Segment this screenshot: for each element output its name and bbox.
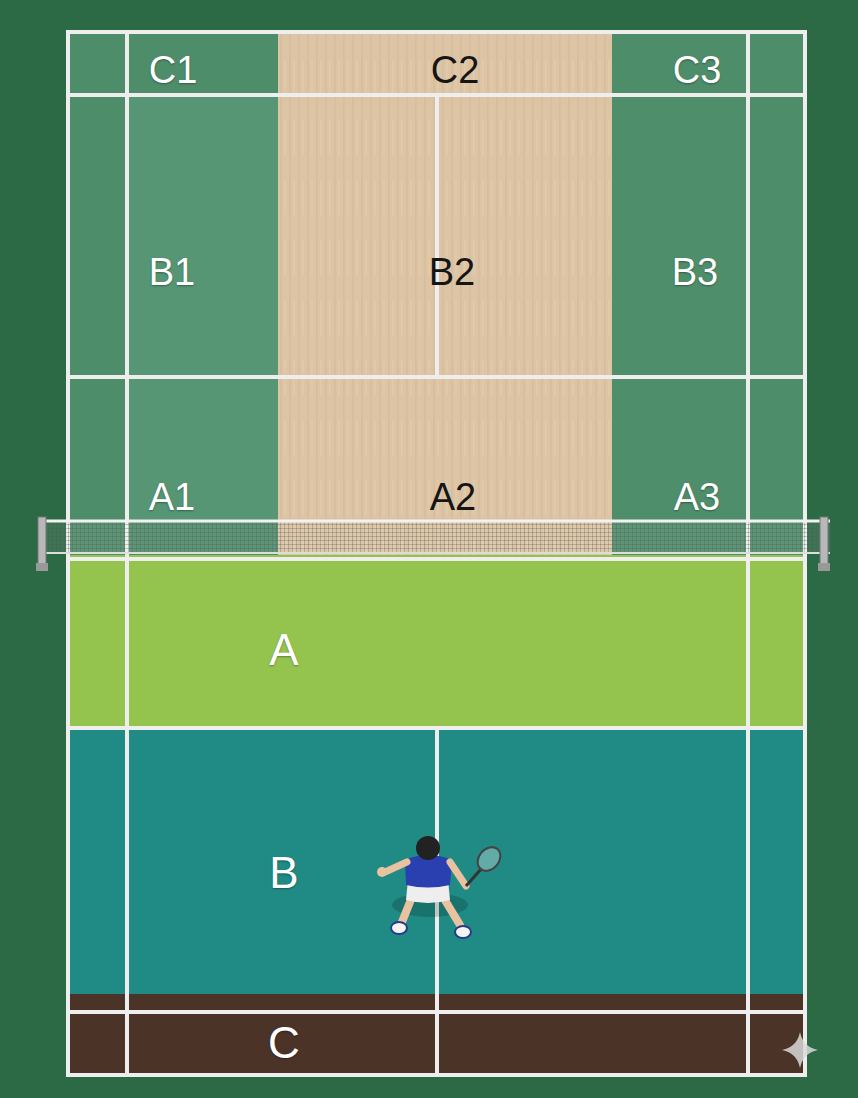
wood-grain	[278, 32, 612, 555]
zone-label: A2	[430, 478, 476, 516]
zone-label: B2	[429, 253, 475, 291]
court-zone: B	[68, 728, 805, 994]
zone-label: B	[269, 851, 298, 895]
zone-label: C3	[673, 51, 722, 89]
zone-label: A	[269, 628, 298, 672]
zone-a-fill	[68, 555, 805, 728]
court-zone: A	[68, 559, 805, 728]
court-zone: A1	[127, 377, 278, 520]
court-zone: B2	[278, 95, 612, 377]
far-court	[68, 32, 805, 555]
court-zone: B3	[612, 95, 748, 377]
far-left-zone	[127, 95, 278, 520]
far-right-zone	[612, 95, 748, 520]
zone-label: C	[268, 1021, 300, 1065]
net	[36, 517, 830, 571]
zone-label: C2	[431, 51, 480, 89]
court-zone: C	[68, 1012, 805, 1075]
zone-label: B3	[672, 253, 718, 291]
zone-label: B1	[149, 253, 195, 291]
zone-label: A3	[674, 478, 720, 516]
court-zone: A2	[278, 377, 612, 520]
sparkle-watermark	[782, 1032, 818, 1068]
court-zone: C1	[127, 32, 278, 95]
court-zone: B1	[127, 95, 278, 377]
court-zone: C2	[278, 32, 612, 95]
court-zone: C3	[612, 32, 748, 95]
far-center-wood	[278, 32, 612, 555]
player-figure	[377, 836, 505, 938]
zone-label: C1	[149, 51, 198, 89]
court-zone: A3	[612, 377, 748, 520]
zone-label: A1	[149, 478, 195, 516]
